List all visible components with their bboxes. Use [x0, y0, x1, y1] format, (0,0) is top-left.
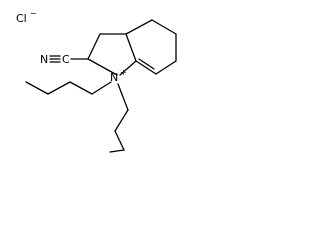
ring-nitrogen-charge: + — [120, 68, 127, 77]
butyl2-bond-3 — [114, 130, 125, 151]
chloride-label: Cl — [16, 12, 27, 25]
bond-c3a-c7a — [125, 33, 137, 62]
chloride-charge: − — [30, 9, 37, 18]
bond-c7-c7a — [135, 60, 157, 75]
bond-c6-c7 — [155, 60, 177, 75]
butyl1-bond-3 — [47, 81, 71, 95]
nitrile-carbon-label: C — [62, 53, 70, 66]
bond-n1-c2 — [87, 58, 118, 76]
butyl1-bond-4 — [25, 81, 49, 95]
bond-c7-c7a-double — [138, 58, 155, 70]
butyl2-bond-2 — [114, 109, 129, 132]
butyl1-bond-1 — [91, 81, 112, 95]
butyl1-bond-2 — [69, 81, 93, 95]
molecule-canvas: Cl − N C N + — [0, 0, 204, 153]
nitrile-nitrogen-label: N — [40, 53, 48, 66]
butyl2-bond-1 — [117, 83, 129, 111]
ring-nitrogen-label: N — [110, 71, 118, 84]
bond-c3a-c4 — [125, 19, 153, 35]
molecule-structure: Cl − N C N + — [16, 9, 177, 153]
butyl2-bond-4 — [109, 149, 125, 153]
bond-c7a-n1 — [119, 60, 137, 76]
bond-c2-c3 — [87, 33, 101, 60]
bond-c4-c5 — [151, 19, 177, 35]
